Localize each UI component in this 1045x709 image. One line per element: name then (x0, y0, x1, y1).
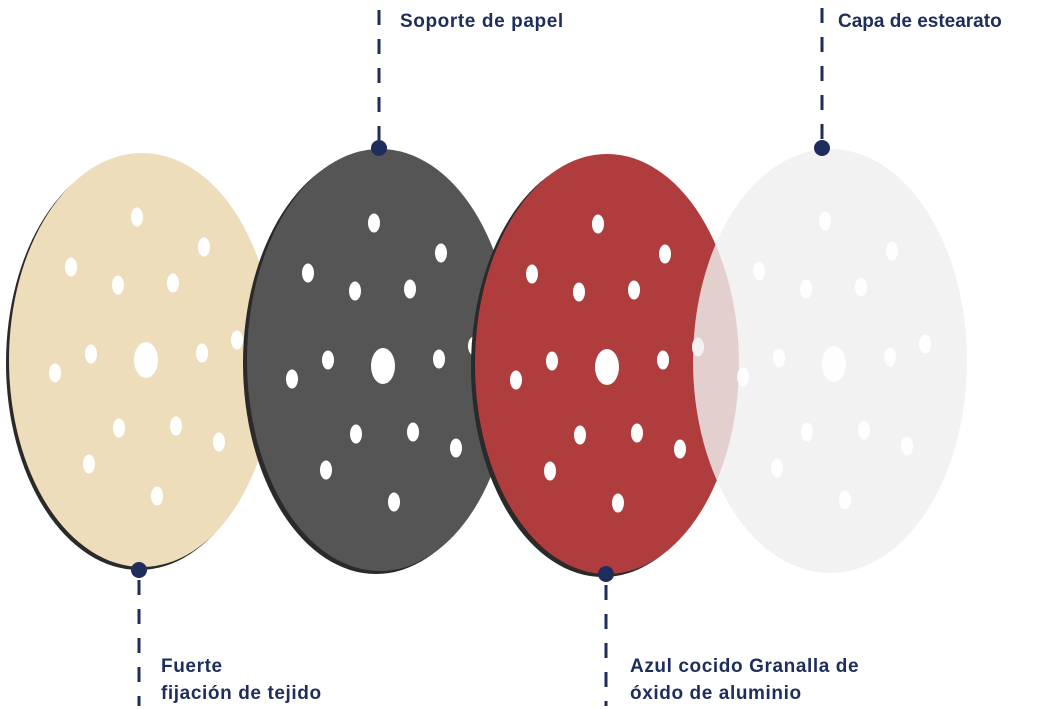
stearate-disc (693, 149, 967, 573)
paper-disc (243, 149, 513, 574)
label-grain-line2: óxido de aluminio (630, 683, 802, 704)
label-paper-backing: Soporte de papel (400, 11, 564, 32)
leader-dot-stearate (814, 140, 830, 156)
label-fabric-line2: fijación de tejido (161, 683, 322, 704)
leader-dot-grain (598, 566, 614, 582)
grain-disc (471, 154, 739, 577)
label-fabric-line1: Fuerte (161, 656, 223, 677)
fabric-disc (6, 153, 275, 570)
leader-dot-fabric (131, 562, 147, 578)
label-grain-line1: Azul cocido Granalla de (630, 656, 860, 677)
label-stearate-layer: Capa de estearato (838, 11, 1002, 32)
leader-dot-paper (371, 140, 387, 156)
